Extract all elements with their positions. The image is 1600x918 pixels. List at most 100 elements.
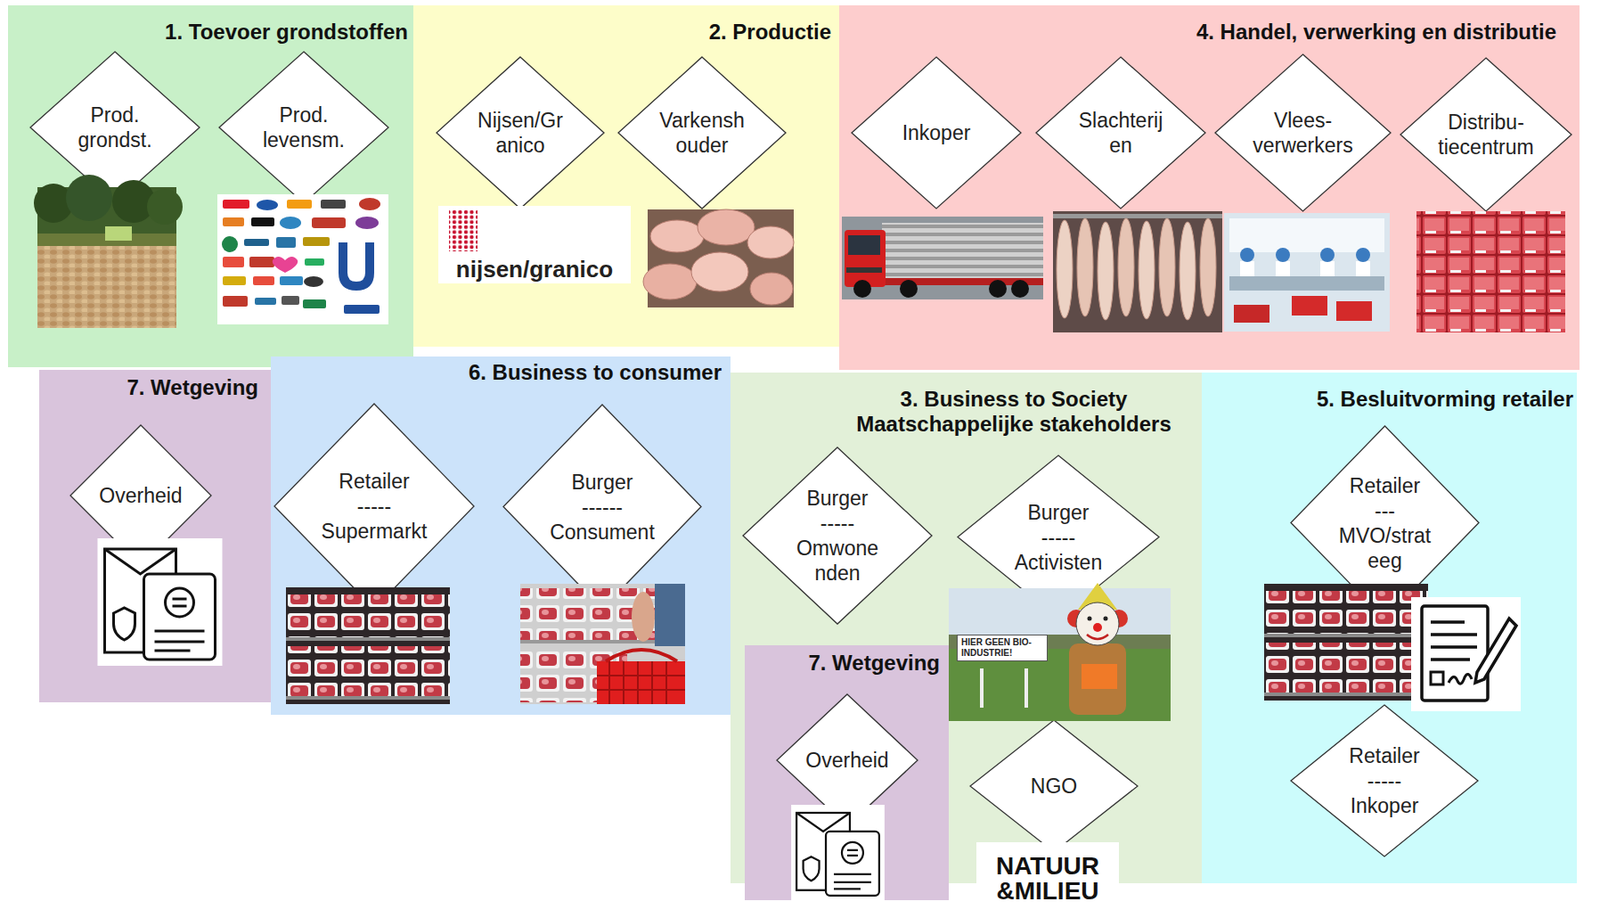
diamond-shape — [957, 455, 1160, 619]
illustration-part — [244, 238, 270, 246]
illustration-part — [848, 235, 881, 255]
law-document-icon — [791, 804, 885, 900]
diamond-shape — [503, 404, 702, 609]
meat-shelf-photo — [285, 587, 450, 704]
illustration-part — [520, 648, 628, 703]
illustration-part — [520, 587, 686, 640]
illustration-part — [881, 277, 1044, 286]
illustration-part — [359, 197, 381, 211]
illustration-part — [1024, 668, 1029, 708]
illustration-part — [222, 217, 245, 227]
illustration-part — [654, 583, 686, 646]
diamond-shape — [970, 719, 1138, 852]
illustration-part — [222, 199, 250, 209]
diamond-label: Vlees- verwerkers — [1250, 107, 1356, 158]
actor-diamond: Retailer ----- Supermarkt — [273, 402, 475, 610]
illustration-part — [1159, 218, 1176, 317]
illustration-part — [281, 295, 300, 305]
band-heading: 7. Wetgeving — [744, 650, 949, 676]
illustration-part — [691, 252, 749, 292]
contract-icon — [1411, 596, 1521, 711]
packaged-meat-photo — [1416, 211, 1566, 333]
illustration-part — [520, 639, 686, 644]
actor-diamond: Nijsen/Gr anico — [435, 56, 605, 210]
diamond-shape — [1290, 425, 1479, 620]
illustration-part — [1081, 663, 1118, 689]
illustration-part — [948, 587, 1171, 642]
illustration-part — [311, 217, 346, 229]
illustration-part — [881, 222, 1044, 278]
illustration-part — [279, 216, 302, 229]
diamond-outline — [1289, 424, 1480, 621]
illustration-part — [1448, 673, 1472, 684]
actor-diamond: Burger ----- Activisten — [956, 454, 1160, 620]
sign-text: HIER GEEN BIO-INDUSTRIE! — [961, 636, 1044, 659]
meat-shelf-photo — [1264, 583, 1429, 701]
illustration-part — [251, 217, 275, 227]
illustration-part — [1355, 261, 1371, 288]
illustration-part — [1086, 634, 1109, 639]
diamond-outline — [1214, 53, 1392, 213]
diamond-label: Inkoper — [900, 120, 973, 146]
diamond-outline — [617, 56, 787, 210]
illustration-part — [1320, 261, 1335, 288]
diamond-label: Retailer ----- Inkoper — [1346, 742, 1422, 818]
slaughterhouse-photo — [1053, 211, 1223, 333]
illustration-part — [1320, 247, 1335, 262]
illustration-part — [1056, 220, 1073, 319]
illustration-part — [1233, 304, 1270, 323]
illustration-part — [1053, 211, 1223, 333]
illustration-part — [1200, 218, 1217, 317]
diamond-label: Burger ----- Activisten — [1012, 499, 1105, 575]
actor-diamond: Overheid — [775, 693, 919, 827]
stakeholder-band: 4. Handel, verwerking en distributieInko… — [839, 5, 1580, 370]
illustration-part — [1076, 602, 1119, 645]
band-heading: 6. Business to consumer — [270, 359, 731, 385]
band-heading: 7. Wetgeving — [39, 375, 271, 400]
illustration-part — [1430, 621, 1478, 660]
stakeholder-band: 7. WetgevingOverheid — [744, 644, 949, 900]
illustration-part — [1275, 247, 1290, 262]
truck-photo — [841, 216, 1044, 300]
diamond-shape — [776, 693, 918, 826]
actor-diamond: Burger ----- Omwone nden — [742, 446, 933, 625]
illustration-part — [272, 256, 298, 273]
actor-diamond: Inkoper — [850, 56, 1022, 210]
illustration-part — [899, 279, 918, 298]
illustration-part — [1416, 211, 1566, 333]
illustration-part — [338, 242, 375, 291]
illustration-part — [256, 199, 278, 211]
illustration-part — [1179, 221, 1196, 320]
actor-diamond: Prod. grondst. — [29, 50, 201, 205]
illustration-part — [286, 199, 312, 209]
diamond-label: Prod. grondst. — [75, 102, 155, 153]
actor-diamond: Vlees- verwerkers — [1214, 53, 1392, 213]
illustration-part — [438, 205, 631, 284]
illustration-part — [1053, 213, 1223, 219]
diamond-shape — [30, 51, 200, 204]
illustration-part — [448, 209, 478, 252]
illustration-part — [647, 209, 794, 308]
pigs-photo — [643, 209, 794, 308]
illustration-part — [302, 299, 327, 309]
stakeholder-band: 5. Besluitvorming retailerRetailer --- M… — [1201, 372, 1577, 883]
illustration-part — [221, 236, 238, 253]
illustration-part — [1291, 295, 1328, 316]
actor-diamond: Varkensh ouder — [617, 56, 787, 210]
stakeholder-band: 6. Business to consumerRetailer ----- Su… — [270, 356, 731, 715]
diamond-label: Overheid — [97, 482, 185, 508]
diamond-shape — [1215, 54, 1391, 212]
illustration-part — [222, 295, 248, 307]
illustration-part — [112, 179, 156, 223]
illustration-part — [881, 222, 1044, 286]
stakeholder-band: 3. Business to Society Maatschappelijke … — [730, 372, 1202, 883]
illustration-part — [276, 236, 296, 248]
diamond-outline — [1399, 57, 1573, 213]
band-heading: 5. Besluitvorming retailer — [1201, 386, 1577, 412]
illustration-part — [650, 220, 704, 253]
illustration-part — [303, 276, 324, 287]
actor-diamond: Slachterij en — [1035, 56, 1207, 210]
diamond-shape — [436, 57, 605, 209]
illustration-part — [1224, 212, 1390, 332]
